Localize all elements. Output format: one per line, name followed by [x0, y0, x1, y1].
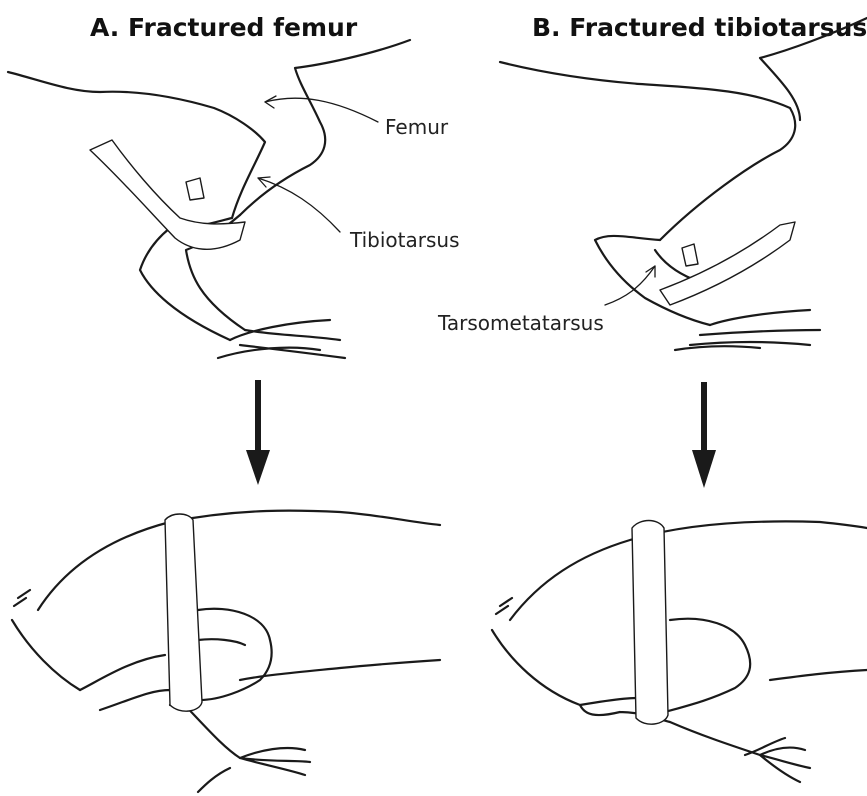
panel-b-after-lower-back [770, 670, 867, 680]
panel-b-title: B. Fractured tibiotarsus [532, 13, 867, 42]
panel-a-after-tail [14, 590, 30, 606]
panel-a-tibiotarsus-label: Tibiotarsus [349, 228, 459, 252]
panel-b-leg-before: Tarsometatarsus [437, 18, 867, 350]
panel-b-after-foot [745, 738, 810, 782]
panel-b-tarsometatarsus-label: Tarsometatarsus [437, 311, 604, 335]
panel-a-after-body [38, 511, 440, 610]
panel-b-after-body [510, 521, 867, 620]
panel-b-leg-after [492, 521, 867, 783]
panel-a-band [165, 514, 202, 711]
panel-b-tape-end [682, 244, 698, 266]
panel-b-band [632, 521, 668, 725]
panel-b-after-belly [492, 630, 580, 705]
panel-a-title: A. Fractured femur [90, 13, 358, 42]
panel-a-tibiotarsus-pointer [258, 178, 340, 232]
panel-b: B. Fractured tibiotarsus Tarsometatarsus [437, 13, 867, 782]
panel-b-foot [675, 310, 820, 350]
panel-a-tape [90, 140, 245, 249]
panel-a: A. Fractured femur Femur Tibiotarsus [8, 13, 459, 792]
panel-b-after-tail [496, 598, 512, 614]
panel-b-after-shank [580, 698, 760, 755]
panel-a-leg-before: Femur Tibiotarsus [8, 40, 459, 358]
panel-b-body-outline [500, 62, 795, 240]
panel-a-after-shank [80, 655, 240, 758]
panel-b-after-thigh [665, 619, 750, 712]
panel-a-after-belly [12, 620, 80, 690]
panel-a-leg-after [12, 511, 440, 792]
panel-a-tape-end [186, 178, 204, 200]
panel-a-after-foot [198, 748, 310, 792]
panel-b-down-arrow [692, 382, 716, 488]
panel-a-femur-label: Femur [385, 115, 449, 139]
panel-b-tape [660, 222, 795, 305]
panel-a-after-thigh-inner [198, 639, 245, 645]
panel-a-down-arrow [246, 380, 270, 485]
panel-a-femur-pointer [265, 98, 378, 122]
